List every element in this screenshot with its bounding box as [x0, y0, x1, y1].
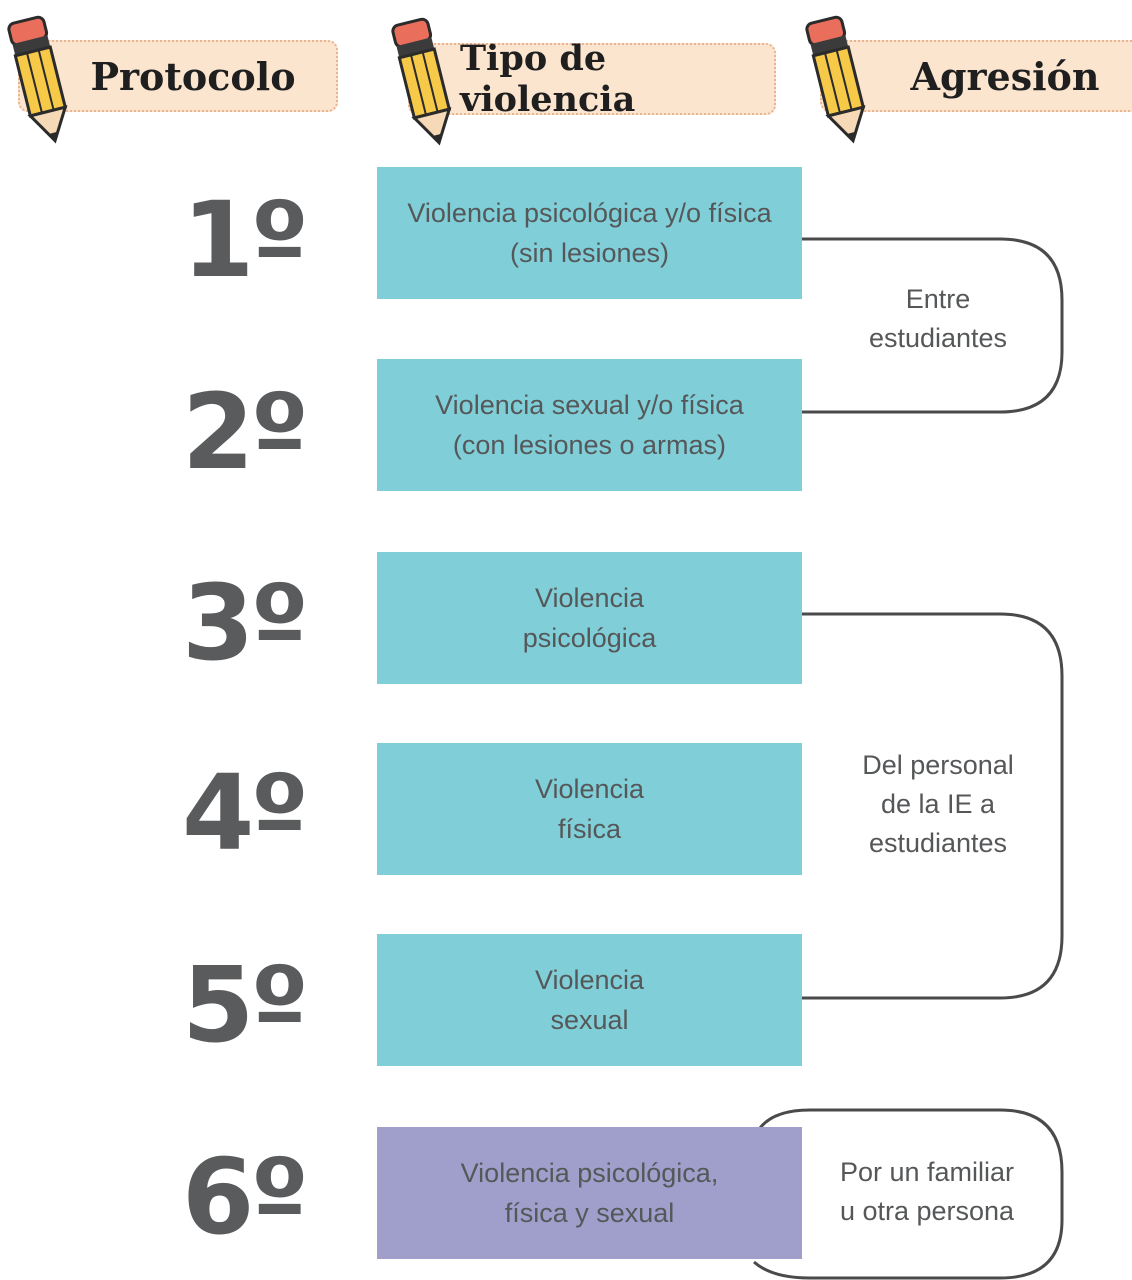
header-tipo-label: Tipo de violencia [460, 38, 636, 120]
violence-type-box-1: Violencia psicológica y/o física (sin le… [377, 167, 802, 299]
bracket-entre-estudiantes [802, 237, 1064, 414]
header-agresion: Agresión [820, 40, 1132, 112]
protocol-number-5: 5º [182, 944, 309, 1066]
bracket-del-personal [802, 612, 1064, 1000]
violence-type-box-5: Violencia sexual [377, 934, 802, 1066]
pencil-icon [391, 17, 452, 146]
protocol-number-6: 6º [182, 1136, 309, 1258]
bracket-por-familiar [753, 1108, 1064, 1280]
agresion-por-familiar: Por un familiar u otra persona [839, 1157, 1015, 1226]
violence-type-box-2: Violencia sexual y/o física (con lesione… [377, 359, 802, 491]
violence-type-box-6: Violencia psicológica, física y sexual [377, 1127, 802, 1259]
agresion-del-personal: Del personal de la IE a estudiantes [862, 750, 1014, 858]
pencil-icon [805, 15, 866, 144]
protocol-number-2: 2º [182, 371, 309, 493]
protocol-number-3: 3º [182, 562, 309, 684]
agresion-entre-estudiantes: Entre estudiantes [868, 284, 1008, 353]
violence-type-box-3: Violencia psicológica [377, 552, 802, 684]
violence-type-box-4: Violencia física [377, 743, 802, 875]
header-agresion-label: Agresión [910, 53, 1100, 99]
header-protocolo: Protocolo [18, 40, 338, 112]
header-tipo-violencia: Tipo de violencia [408, 38, 776, 120]
pencil-icon [7, 15, 68, 144]
header-protocolo-label: Protocolo [90, 53, 296, 99]
protocol-number-1: 1º [182, 179, 309, 301]
protocol-number-4: 4º [182, 752, 309, 874]
